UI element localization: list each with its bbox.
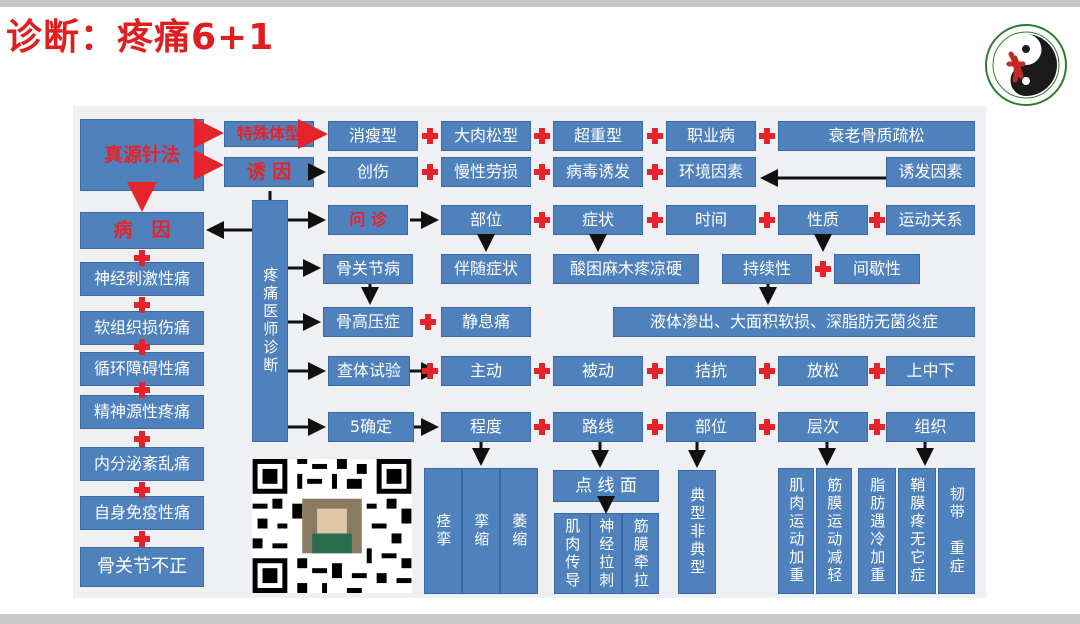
trigger-factors-box: 诱发因素 [886, 157, 975, 187]
body-type-item: 职业病 [666, 121, 756, 151]
cause-item: 创伤 [328, 157, 418, 187]
body-type-item: 超重型 [553, 121, 643, 151]
inquiry-item: 性质 [778, 205, 868, 235]
layer-item: 韧带 重症 [938, 468, 975, 594]
plus-icon [868, 211, 886, 229]
top-bar [0, 0, 1080, 7]
layer-item: 筋膜运动减轻 [816, 468, 852, 594]
page-title: 诊断：疼痛6+1 [6, 17, 275, 58]
plus-icon [646, 418, 664, 436]
exam-box: 查体试验 [328, 356, 410, 386]
layer-item: 脂肪遇冷加重 [858, 468, 896, 594]
etiology-item: 骨关节不正 [80, 547, 204, 587]
five-item: 部位 [666, 412, 756, 442]
bottom-bar [0, 614, 1080, 624]
plus-icon [646, 127, 664, 145]
etiology-item: 神经刺激性痛 [80, 262, 204, 296]
inquiry-item: 症状 [553, 205, 643, 235]
seal-logo-icon [985, 24, 1067, 106]
inquiry-item: 运动关系 [886, 205, 975, 235]
persistent-box: 持续性 [722, 254, 812, 284]
plus-icon [419, 313, 437, 331]
plus-icon [533, 163, 551, 181]
accompany-box: 伴随症状 [441, 254, 531, 284]
main-method-box: 真源针法 [80, 119, 204, 191]
inquiry-item: 时间 [666, 205, 756, 235]
five-item: 层次 [778, 412, 868, 442]
plus-icon [421, 163, 439, 181]
plus-icon [646, 211, 664, 229]
qr-code-icon [252, 459, 412, 593]
plus-icon [868, 418, 886, 436]
degree-item: 痉挛 [424, 468, 462, 594]
doctor-diagnosis-box: 疼痛医师诊断 [252, 200, 288, 442]
etiology-box: 病 因 [80, 212, 204, 249]
plus-icon [868, 362, 886, 380]
plus-icon [758, 418, 776, 436]
degree-item: 挛缩 [462, 468, 500, 594]
route-item: 筋膜牵拉 [622, 513, 659, 594]
five-item: 程度 [441, 412, 531, 442]
plus-icon [133, 296, 151, 314]
plus-icon [421, 362, 439, 380]
exam-item: 放松 [778, 356, 868, 386]
rest-pain-box: 静息痛 [441, 307, 531, 337]
plus-icon [133, 338, 151, 356]
point-line-face-box: 点 线 面 [553, 470, 659, 502]
exam-item: 主动 [441, 356, 531, 386]
cause-item: 病毒诱发 [553, 157, 643, 187]
layer-item: 肌肉运动加重 [778, 468, 814, 594]
fluid-box: 液体渗出、大面积软损、深脂肪无菌炎症 [613, 307, 975, 337]
etiology-item: 自身免疫性痛 [80, 496, 204, 530]
etiology-item: 内分泌紊乱痛 [80, 447, 204, 481]
plus-icon [533, 211, 551, 229]
symptoms-detail-box: 酸困麻木疼凉硬 [553, 254, 699, 284]
five-item: 路线 [553, 412, 643, 442]
exam-item: 被动 [553, 356, 643, 386]
plus-icon [758, 362, 776, 380]
body-type-item: 大肉松型 [441, 121, 531, 151]
plus-icon [133, 481, 151, 499]
plus-icon [533, 127, 551, 145]
exam-item: 上中下 [886, 356, 975, 386]
body-type-item: 消瘦型 [328, 121, 418, 151]
plus-icon [646, 362, 664, 380]
body-type-item: 衰老骨质疏松 [778, 121, 975, 151]
etiology-item: 精神源性疼痛 [80, 395, 204, 429]
bone-pressure-box: 骨高压症 [323, 307, 413, 337]
exam-item: 拮抗 [666, 356, 756, 386]
plus-icon [133, 530, 151, 548]
special-body-box: 特殊体型 [224, 121, 314, 147]
plus-icon [646, 163, 664, 181]
route-item: 肌肉传导 [554, 513, 590, 594]
intermittent-box: 间歇性 [834, 254, 920, 284]
plus-icon [133, 381, 151, 399]
plus-icon [533, 362, 551, 380]
degree-item: 萎缩 [500, 468, 538, 594]
cause-item: 环境因素 [666, 157, 756, 187]
cause-item: 慢性劳损 [441, 157, 531, 187]
typical-box: 典型非典型 [678, 470, 716, 594]
plus-icon [814, 260, 832, 278]
plus-icon [133, 249, 151, 267]
route-item: 神经拉刺 [590, 513, 622, 594]
five-item: 组织 [886, 412, 975, 442]
plus-icon [533, 418, 551, 436]
plus-icon [758, 127, 776, 145]
inquiry-item: 部位 [441, 205, 531, 235]
plus-icon [421, 127, 439, 145]
inquiry-box: 问 诊 [328, 205, 408, 235]
inducement-box: 诱 因 [224, 157, 314, 187]
plus-icon [758, 211, 776, 229]
five-confirm-box: 5确定 [328, 412, 414, 442]
plus-icon [133, 430, 151, 448]
layer-item: 鞘膜疼无它症 [898, 468, 936, 594]
bone-joint-box: 骨关节病 [323, 254, 413, 284]
